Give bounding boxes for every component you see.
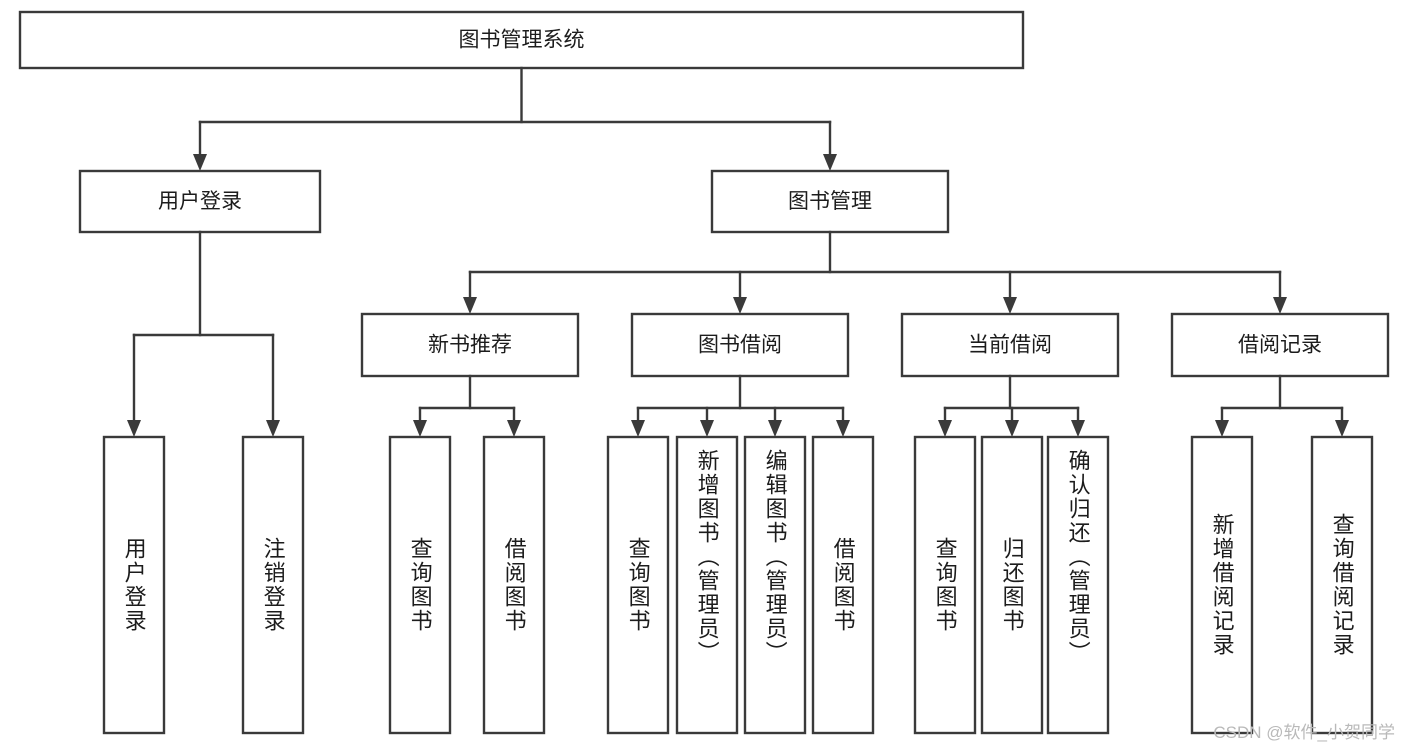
node-leaf-query-book-borrow[interactable] [606,435,670,735]
arrow-head-icon [836,420,850,437]
arrow-head-icon [127,420,141,437]
node-book-borrow[interactable]: 图书借阅 [630,312,850,378]
node-box[interactable] [18,10,1025,70]
node-user-login[interactable]: 用户登录 [78,169,322,234]
node-box[interactable] [482,435,546,735]
node-leaf-query-book-recommend[interactable] [388,435,452,735]
arrow-head-icon [1005,420,1019,437]
node-box[interactable] [388,435,452,735]
arrow-head-icon [938,420,952,437]
node-box[interactable] [710,169,950,234]
node-box[interactable] [980,435,1044,735]
node-leaf-logout[interactable] [241,435,305,735]
node-box[interactable] [675,435,739,735]
node-label: 图书管理系统 [459,29,585,52]
node-leaf-borrow-book-recommend[interactable] [482,435,546,735]
node-leaf-confirm-return-admin[interactable] [1046,435,1110,735]
node-box[interactable] [743,435,807,735]
node-box[interactable] [913,435,977,735]
arrow-head-icon [733,297,747,314]
node-leaf-query-borrow-record[interactable] [1310,435,1374,735]
node-label: 图书借阅 [698,334,782,357]
arrow-head-icon [1273,297,1287,314]
node-new-book-recommend[interactable]: 新书推荐 [360,312,580,378]
arrow-head-icon [823,154,837,171]
node-box[interactable] [811,435,875,735]
node-label: 用户登录 [158,190,242,213]
node-label: 图书管理 [788,190,872,213]
node-box[interactable] [1190,435,1254,735]
csdn-watermark: CSDN @软件_小贺同学 [1213,723,1395,742]
arrow-head-icon [1215,420,1229,437]
arrow-head-icon [631,420,645,437]
node-leaf-return-book[interactable] [980,435,1044,735]
node-leaf-borrow-book[interactable] [811,435,875,735]
node-leaf-user-login[interactable] [102,435,166,735]
node-leaf-query-book-current[interactable] [913,435,977,735]
node-box[interactable] [1046,435,1110,735]
arrow-head-icon [1335,420,1349,437]
node-box[interactable] [606,435,670,735]
node-label: 借阅记录 [1238,334,1322,357]
node-label: 新书推荐 [428,334,512,357]
node-title[interactable]: 图书管理系统 [18,10,1025,70]
node-box[interactable] [1310,435,1374,735]
node-box[interactable] [241,435,305,735]
arrow-head-icon [1003,297,1017,314]
arrow-head-icon [768,420,782,437]
node-box[interactable] [78,169,322,234]
arrow-head-icon [700,420,714,437]
node-label: 当前借阅 [968,334,1052,357]
arrow-head-icon [1071,420,1085,437]
arrow-head-icon [193,154,207,171]
node-leaf-add-book-admin[interactable] [675,435,739,735]
arrow-head-icon [463,297,477,314]
node-box[interactable] [360,312,580,378]
node-leaf-add-borrow-record[interactable] [1190,435,1254,735]
node-box[interactable] [102,435,166,735]
node-box[interactable] [1170,312,1390,378]
node-book-management[interactable]: 图书管理 [710,169,950,234]
node-box[interactable] [630,312,850,378]
arrow-head-icon [413,420,427,437]
arrow-head-icon [266,420,280,437]
node-borrow-record[interactable]: 借阅记录 [1170,312,1390,378]
arrow-head-icon [507,420,521,437]
node-current-borrow[interactable]: 当前借阅 [900,312,1120,378]
node-leaf-edit-book-admin[interactable] [743,435,807,735]
